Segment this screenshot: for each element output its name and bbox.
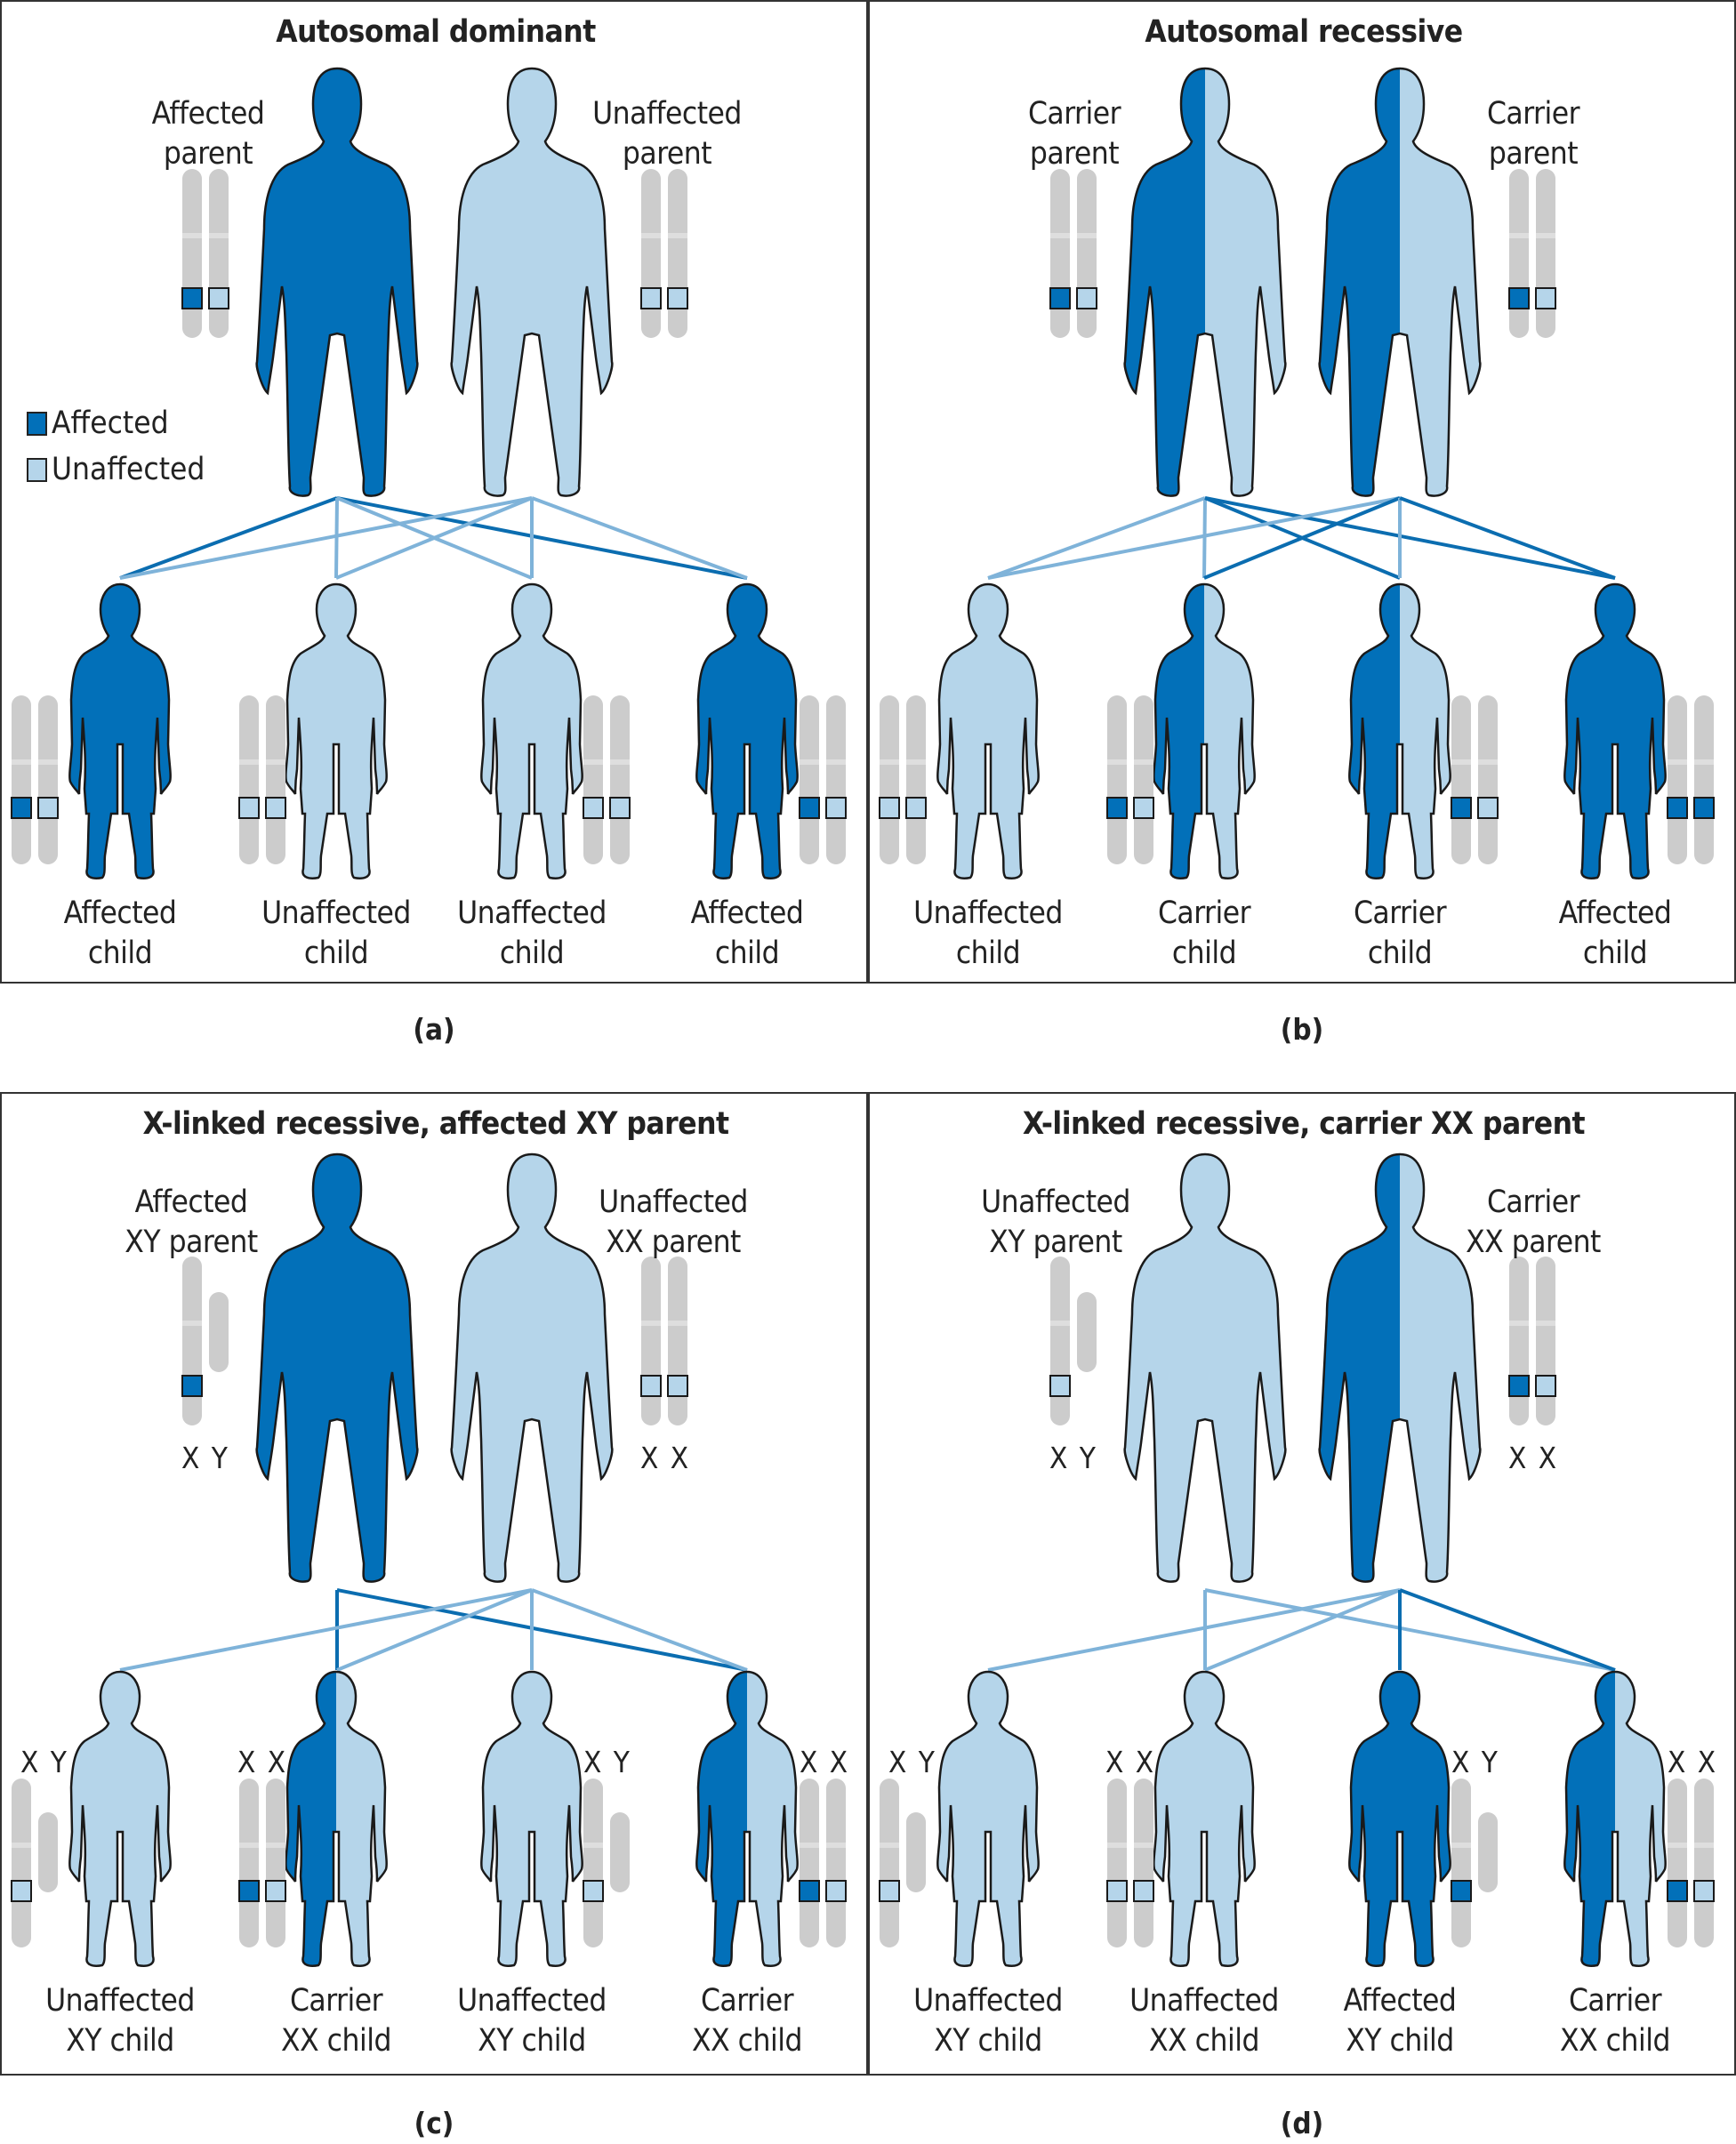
legend-item-unaffected: Unaffected [27,446,205,493]
parent-label: Carrier parent [1027,96,1121,172]
sex-chromosome-label: X Y [1049,1441,1097,1475]
panel-caption-b: (b) [1280,1012,1324,1047]
child-label: Unaffected child [457,895,607,971]
child-label: Unaffected child [913,895,1063,971]
legend: Affected Unaffected [27,400,205,493]
child-label: Unaffected XY child [45,1983,195,2059]
sex-chromosome-label: X X [799,1745,850,1779]
child-label: Unaffected child [261,895,411,971]
legend-label: Unaffected [52,452,205,487]
sex-chromosome-label: X Y [20,1745,68,1779]
parent-label: Unaffected XY parent [981,1184,1130,1260]
legend-item-affected: Affected [27,400,205,446]
sex-chromosome-label: X Y [181,1441,229,1475]
panel-title: Autosomal dominant [276,14,596,50]
parent-label: Unaffected parent [592,96,742,172]
panel-caption-a: (a) [413,1012,455,1047]
parent-label: Carrier XX parent [1466,1184,1601,1260]
child-label: Carrier XX child [692,1983,802,2059]
child-label: Unaffected XY child [457,1983,607,2059]
sex-chromosome-label: X X [639,1441,691,1475]
child-label: Unaffected XX child [1129,1983,1279,2059]
panel-autosomal-dominant: Autosomal dominant Affected parent Unaff… [0,0,868,984]
legend-label: Affected [52,406,169,441]
sex-chromosome-label: X X [1667,1745,1718,1779]
parent-label: Carrier parent [1486,96,1580,172]
panel-title: X-linked recessive, affected XY parent [142,1106,729,1142]
child-label: Affected child [1558,895,1672,971]
sex-chromosome-label: X X [1507,1441,1559,1475]
affected-swatch-icon [27,411,47,436]
child-label: Carrier child [1157,895,1251,971]
panel-caption-d: (d) [1280,2106,1324,2140]
parent-label: Affected parent [151,96,265,172]
sex-chromosome-label: X Y [888,1745,936,1779]
child-label: Affected child [63,895,177,971]
pedigree-diagram-d [870,1094,1736,2077]
child-label: Affected child [690,895,804,971]
sex-chromosome-label: X X [237,1745,288,1779]
parent-label: Unaffected XX parent [599,1184,748,1260]
pedigree-diagram-a [2,2,870,985]
sex-chromosome-label: X Y [1451,1745,1499,1779]
sex-chromosome-label: X Y [583,1745,631,1779]
panel-autosomal-recessive: Autosomal recessive Carrier parent Carri… [868,0,1736,984]
panel-title: X-linked recessive, carrier XX parent [1022,1106,1586,1142]
child-label: Unaffected XY child [913,1983,1063,2059]
pedigree-diagram-c [2,1094,870,2077]
panel-title: Autosomal recessive [1145,14,1463,50]
child-label: Carrier XX child [1560,1983,1670,2059]
child-label: Affected XY child [1343,1983,1457,2059]
parent-label: Affected XY parent [125,1184,258,1260]
panel-x-linked-carrier-xx-parent: X-linked recessive, carrier XX parent Un… [868,1092,1736,2076]
child-label: Carrier XX child [281,1983,391,2059]
pedigree-diagram-b [870,2,1736,985]
panel-caption-c: (c) [414,2106,454,2140]
unaffected-swatch-icon [27,457,47,482]
sex-chromosome-label: X X [1105,1745,1156,1779]
child-label: Carrier child [1353,895,1447,971]
panel-x-linked-affected-xy-parent: X-linked recessive, affected XY parent A… [0,1092,868,2076]
